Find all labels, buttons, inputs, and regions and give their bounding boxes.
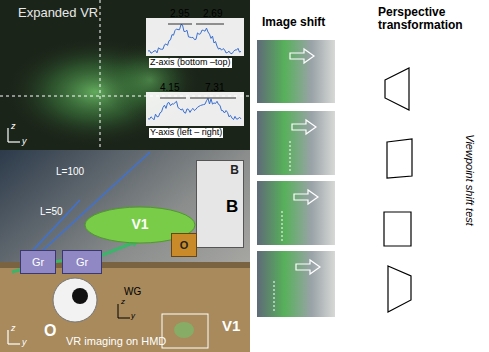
figure-label: 4.15 bbox=[160, 82, 179, 93]
part-box: Gr bbox=[62, 250, 102, 274]
figure-label: Z-axis (bottom –top) bbox=[149, 58, 232, 68]
figure-label: Image shift bbox=[262, 16, 325, 29]
shift-frame bbox=[257, 40, 335, 103]
figure-label: L=50 bbox=[40, 206, 63, 217]
figure-label: Y-axis (left – right) bbox=[149, 128, 223, 138]
part-label: Gr bbox=[76, 256, 88, 268]
figure-label: 7.31 bbox=[205, 82, 224, 93]
figure-label: V1 bbox=[222, 318, 240, 335]
figure-label: y bbox=[131, 312, 135, 321]
part-label: V1 bbox=[131, 217, 148, 232]
shift-frame bbox=[257, 111, 335, 175]
shift-frame bbox=[257, 251, 335, 317]
part-box: Gr bbox=[20, 250, 56, 274]
figure-label: 2.95 bbox=[170, 8, 189, 19]
part-label: Gr bbox=[32, 256, 44, 268]
figure-label: y bbox=[22, 338, 27, 348]
figure-label: 2.69 bbox=[203, 8, 222, 19]
figure-label: B bbox=[226, 198, 238, 217]
shift-arrow bbox=[290, 49, 314, 63]
part-label: B bbox=[230, 164, 239, 177]
figure-label: Expanded VR bbox=[18, 6, 98, 20]
shift-frame bbox=[257, 181, 335, 245]
figure-label: y bbox=[22, 137, 27, 147]
part-box: O bbox=[171, 233, 197, 257]
shift-arrow bbox=[296, 260, 320, 274]
figure-label: Perspective transformation bbox=[378, 6, 478, 32]
figure-label: z bbox=[11, 122, 16, 132]
figure-label: VR imaging on HMD bbox=[66, 335, 166, 347]
figure-label: z bbox=[121, 298, 125, 307]
figure-label: O bbox=[44, 322, 56, 340]
shift-arrow bbox=[292, 120, 316, 134]
figure-label: L=100 bbox=[56, 166, 84, 177]
shift-arrow bbox=[294, 190, 318, 204]
figure-label: z bbox=[11, 324, 16, 334]
part-label: O bbox=[180, 239, 189, 251]
side-caption: Viewpoint shift test bbox=[464, 134, 476, 226]
figure-label: WG bbox=[124, 286, 141, 297]
